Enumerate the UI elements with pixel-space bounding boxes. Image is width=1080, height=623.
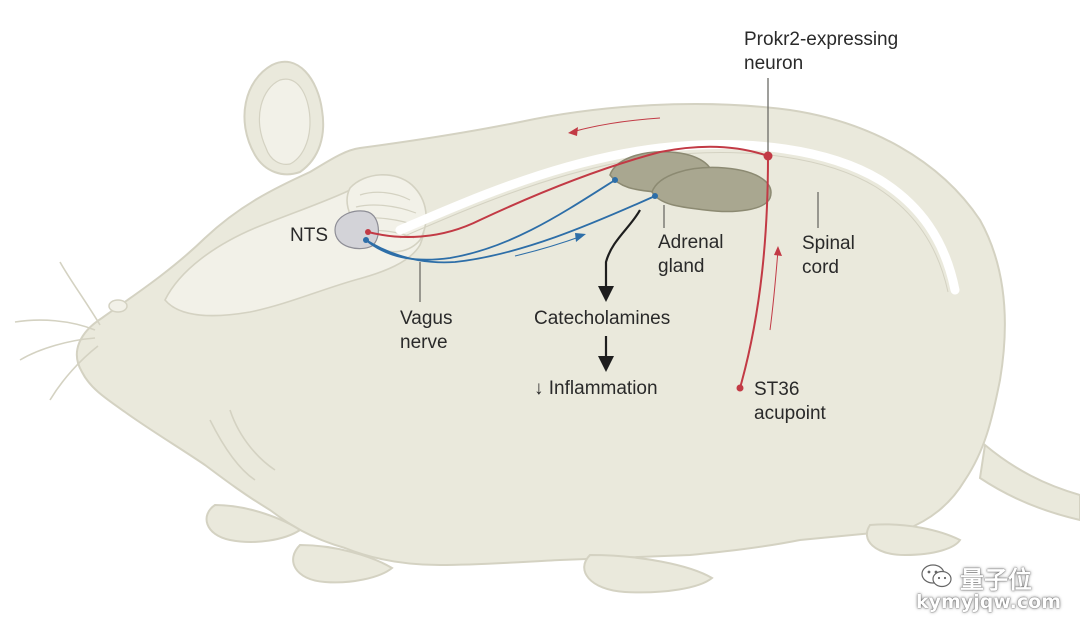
mouse-ear-inner — [258, 78, 311, 165]
adrenal-label-line1: Adrenal — [658, 232, 724, 253]
red-flow-arrow-side — [769, 249, 779, 331]
inflammation-label: ↓ Inflammation — [534, 378, 658, 399]
catecholamine-arrow-head — [598, 286, 614, 302]
blue-flow-arrow-head — [575, 233, 586, 242]
catecholamine-arrow — [604, 209, 641, 290]
vagus-label-line2: nerve — [400, 332, 448, 353]
spinal-label-line2: cord — [802, 257, 839, 278]
mouse-hind-foot-2 — [865, 523, 962, 557]
mouse-eye — [108, 299, 128, 313]
mouse-tail — [978, 443, 1080, 522]
inflammation-arrow-head — [598, 356, 614, 372]
catecholamines-label: Catecholamines — [534, 308, 671, 329]
prokr2-neuron-dot — [763, 151, 773, 161]
adrenal-blue-dot-upper — [612, 177, 618, 183]
st36-neuron-path — [739, 155, 769, 389]
st36-label-line2: acupoint — [754, 403, 826, 424]
nts-label: NTS — [290, 225, 328, 246]
mouse-whiskers — [14, 261, 276, 481]
mouse-front-foot — [205, 503, 302, 543]
red-flow-arrow-side-head — [774, 246, 782, 256]
nts-red-dot — [365, 229, 371, 235]
spinal-cord-edge — [399, 152, 949, 293]
vagus-nerve-path-1 — [365, 179, 616, 261]
prokr2-label-line1: Prokr2-expressing — [744, 29, 899, 50]
prokr2-neuron-path — [367, 145, 769, 238]
adrenal-label-line2: gland — [658, 256, 705, 277]
wechat-icon — [920, 562, 954, 590]
red-flow-arrow-top — [571, 117, 661, 133]
mouse-hind-foot — [583, 553, 714, 594]
spinal-label-line1: Spinal — [802, 233, 855, 254]
nts-blue-dot — [363, 237, 369, 243]
spinal-cord — [395, 140, 960, 295]
vagus-nerve-path-2 — [365, 195, 656, 264]
prokr2-label-line2: neuron — [744, 53, 804, 74]
adrenal-blue-dot-lower — [652, 193, 658, 199]
st36-label-line1: ST36 — [754, 379, 800, 400]
st36-acupoint-dot — [736, 384, 744, 392]
adrenal-gland-lower — [651, 166, 772, 213]
vagus-label-line1: Vagus — [400, 308, 453, 329]
mouse-front-foot-2 — [292, 543, 394, 584]
red-flow-arrow-top-head — [568, 127, 578, 136]
watermark-site: kymyjqw.com — [916, 591, 1061, 613]
watermark: 量子位 kymyjqw.com — [914, 560, 1074, 616]
watermark-brand: 量子位 — [960, 566, 1032, 594]
